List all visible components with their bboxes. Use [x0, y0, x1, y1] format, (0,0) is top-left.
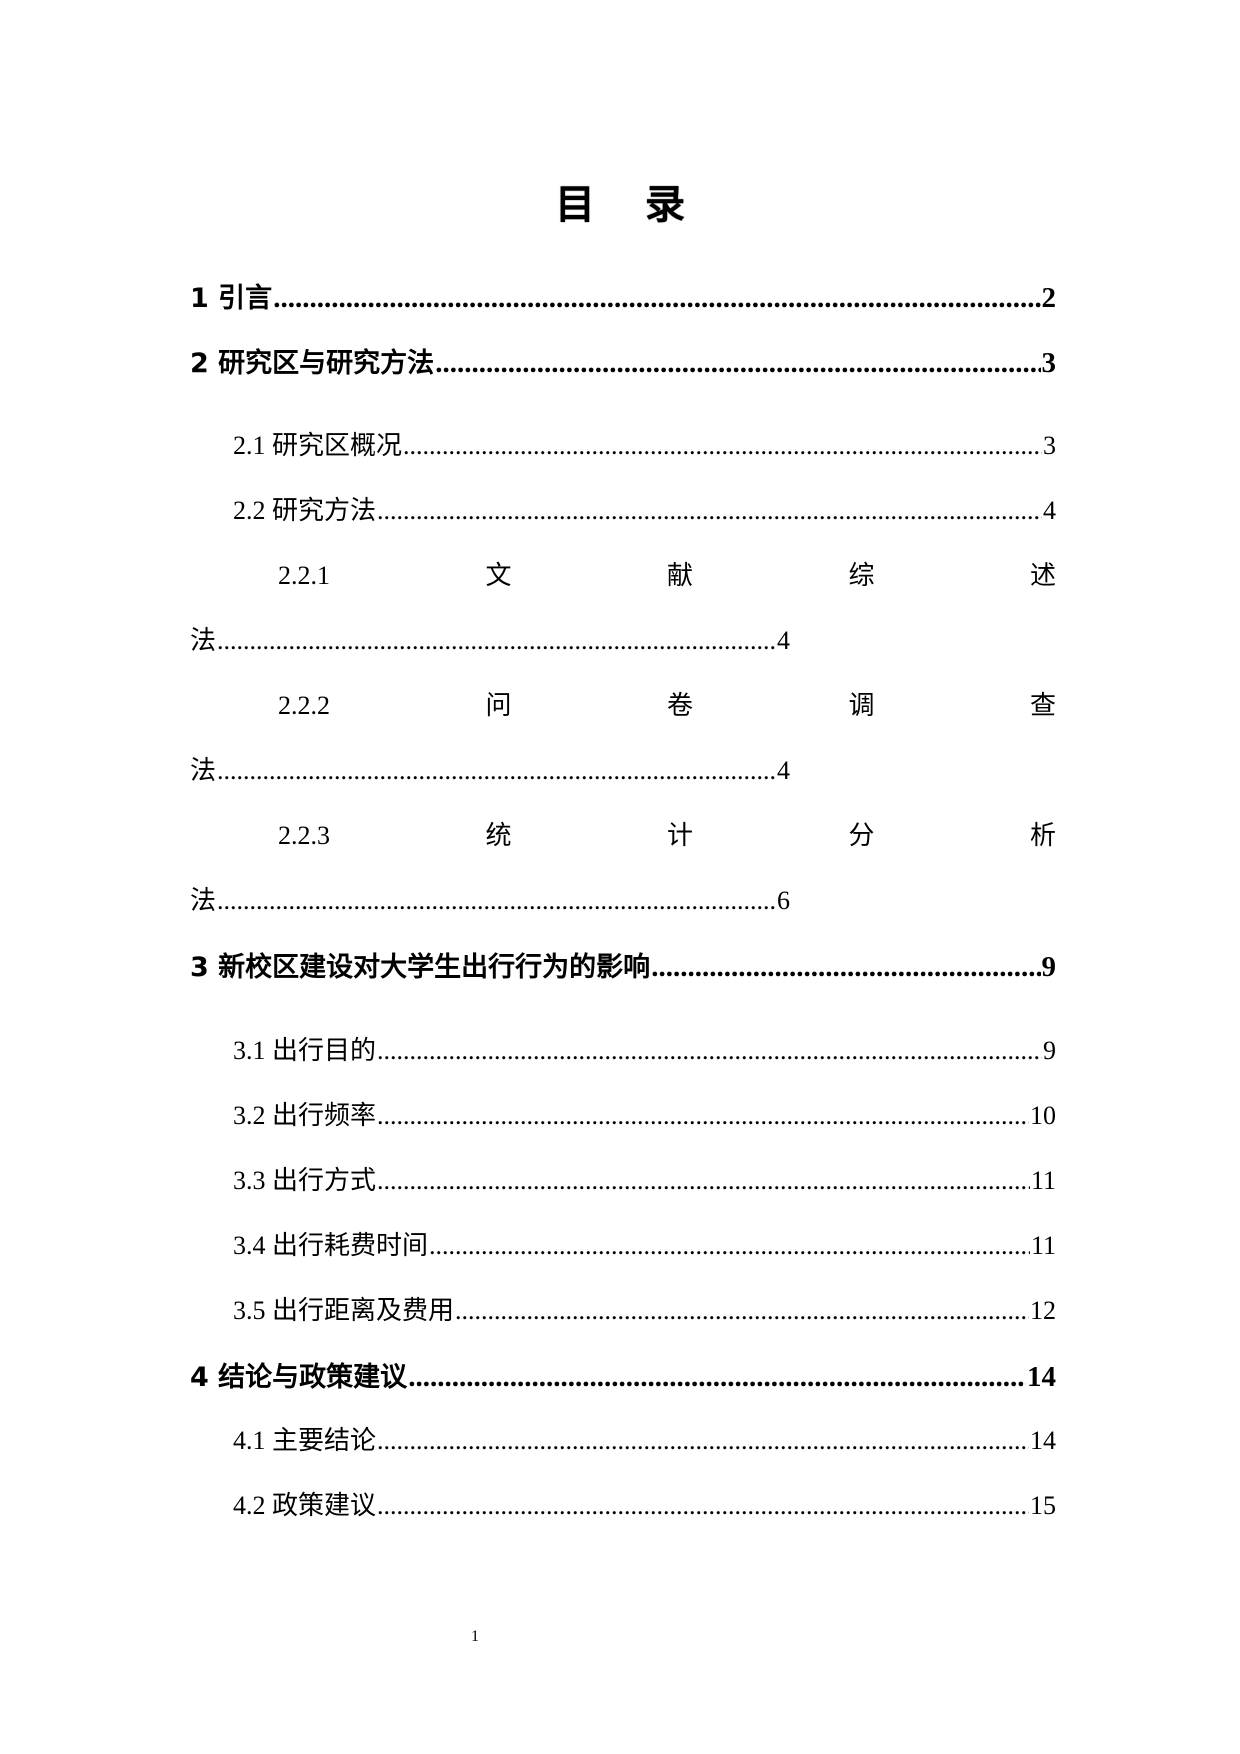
toc-char: 调 — [848, 691, 875, 720]
toc-char: 综 — [848, 561, 875, 590]
toc-entry-ch4[interactable]: 4 结论与政策建议 14 — [190, 1355, 1056, 1395]
toc-char: 文 — [485, 561, 512, 590]
toc-char: 计 — [666, 821, 693, 850]
toc-leader-dots — [429, 1231, 1030, 1261]
toc-char: 统 — [485, 821, 512, 850]
toc-label: 3.3 出行方式 — [233, 1166, 377, 1195]
toc-entry-2-2-2[interactable]: 2.2.2 问 卷 调 查 — [278, 685, 1056, 725]
toc-label: 法 — [190, 626, 217, 655]
toc-entry-4-1[interactable]: 4.1 主要结论 14 — [190, 1420, 1056, 1460]
toc-entry-3-4[interactable]: 3.4 出行耗费时间 11 — [190, 1225, 1056, 1265]
toc-label: 3.2 出行频率 — [233, 1101, 377, 1130]
toc-char: 问 — [485, 691, 512, 720]
toc-label: 2 研究区与研究方法 — [190, 348, 435, 379]
toc-page-number: 11 — [1030, 1231, 1056, 1260]
toc-page-number: 4 — [777, 626, 790, 655]
toc-entry-ch2[interactable]: 2 研究区与研究方法 3 — [190, 341, 1056, 381]
toc-entry-2-2-1[interactable]: 2.2.1 文 献 综 述 — [278, 555, 1056, 595]
toc-char: 卷 — [666, 691, 693, 720]
toc-label: 4 结论与政策建议 — [190, 1362, 408, 1393]
toc-leader-dots — [273, 282, 1040, 315]
toc-entry-2-2-3[interactable]: 2.2.3 统 计 分 析 — [278, 815, 1056, 855]
toc-page-number: 6 — [777, 886, 790, 915]
toc-page-number: 11 — [1030, 1166, 1056, 1195]
toc-char: 献 — [666, 561, 693, 590]
toc-entry-3-5[interactable]: 3.5 出行距离及费用 12 — [190, 1290, 1056, 1330]
toc-page-number: 3 — [1043, 431, 1056, 460]
toc-page-number: 15 — [1030, 1491, 1056, 1520]
toc-label: 3.4 出行耗费时间 — [233, 1231, 429, 1260]
toc-label: 4.1 主要结论 — [233, 1426, 377, 1455]
toc-entry-2-2-2-continuation[interactable]: 法 4 — [190, 750, 790, 790]
toc-label: 1 引言 — [190, 283, 273, 314]
toc-leader-dots — [455, 1296, 1029, 1326]
toc-entry-2-1[interactable]: 2.1 研究区概况 3 — [190, 425, 1056, 465]
toc-label: 3 新校区建设对大学生出行行为的影响 — [190, 952, 651, 983]
toc-label: 4.2 政策建议 — [233, 1491, 377, 1520]
toc-leader-dots — [408, 1361, 1026, 1394]
toc-entry-4-2[interactable]: 4.2 政策建议 15 — [190, 1485, 1056, 1525]
toc-page-number: 9 — [1043, 1036, 1056, 1065]
page-title: 目录 — [555, 181, 735, 228]
toc-label: 法 — [190, 756, 217, 785]
toc-page-number: 14 — [1027, 1361, 1056, 1393]
toc-leader-dots — [435, 347, 1040, 380]
toc-page-number: 3 — [1041, 347, 1057, 379]
toc-char: 析 — [1029, 821, 1056, 850]
toc-char: 分 — [848, 821, 875, 850]
toc-entry-3-3[interactable]: 3.3 出行方式 11 — [190, 1160, 1056, 1200]
toc-label: 3.5 出行距离及费用 — [233, 1296, 455, 1325]
toc-leader-dots — [377, 1166, 1030, 1196]
toc-entry-3-1[interactable]: 3.1 出行目的 9 — [190, 1030, 1056, 1070]
toc-page-number: 9 — [1041, 951, 1057, 983]
toc-leader-dots — [377, 1491, 1029, 1521]
toc-leader-dots — [377, 1036, 1042, 1066]
toc-entry-2-2[interactable]: 2.2 研究方法 4 — [190, 490, 1056, 530]
toc-leader-dots — [217, 756, 776, 786]
toc-page-number: 4 — [1043, 496, 1056, 525]
toc-page-number: 12 — [1030, 1296, 1056, 1325]
page-footer-number: 1 — [471, 1628, 479, 1645]
toc-leader-dots — [403, 431, 1042, 461]
toc-leader-dots — [377, 1426, 1029, 1456]
toc-char: 述 — [1029, 561, 1056, 590]
toc-page-number: 10 — [1030, 1101, 1056, 1130]
toc-page-number: 2 — [1041, 282, 1057, 314]
toc-label: 法 — [190, 886, 217, 915]
toc-leader-dots — [217, 886, 776, 916]
toc-section-number: 2.2.1 — [278, 561, 330, 590]
toc-section-number: 2.2.2 — [278, 691, 330, 720]
toc-entry-3-2[interactable]: 3.2 出行频率 10 — [190, 1095, 1056, 1135]
toc-entry-ch1[interactable]: 1 引言 2 — [190, 276, 1056, 316]
toc-entry-ch3[interactable]: 3 新校区建设对大学生出行行为的影响 9 — [190, 945, 1056, 985]
toc-label: 2.1 研究区概况 — [233, 431, 403, 460]
toc-entry-2-2-3-continuation[interactable]: 法 6 — [190, 880, 790, 920]
toc-label: 3.1 出行目的 — [233, 1036, 377, 1065]
toc-page-number: 14 — [1030, 1426, 1056, 1455]
toc-leader-dots — [377, 1101, 1029, 1131]
toc-section-number: 2.2.3 — [278, 821, 330, 850]
toc-entry-2-2-1-continuation[interactable]: 法 4 — [190, 620, 790, 660]
toc-leader-dots — [377, 496, 1042, 526]
toc-page-number: 4 — [777, 756, 790, 785]
toc-char: 查 — [1029, 691, 1056, 720]
toc-label: 2.2 研究方法 — [233, 496, 377, 525]
toc-leader-dots — [651, 951, 1040, 984]
toc-leader-dots — [217, 626, 776, 656]
